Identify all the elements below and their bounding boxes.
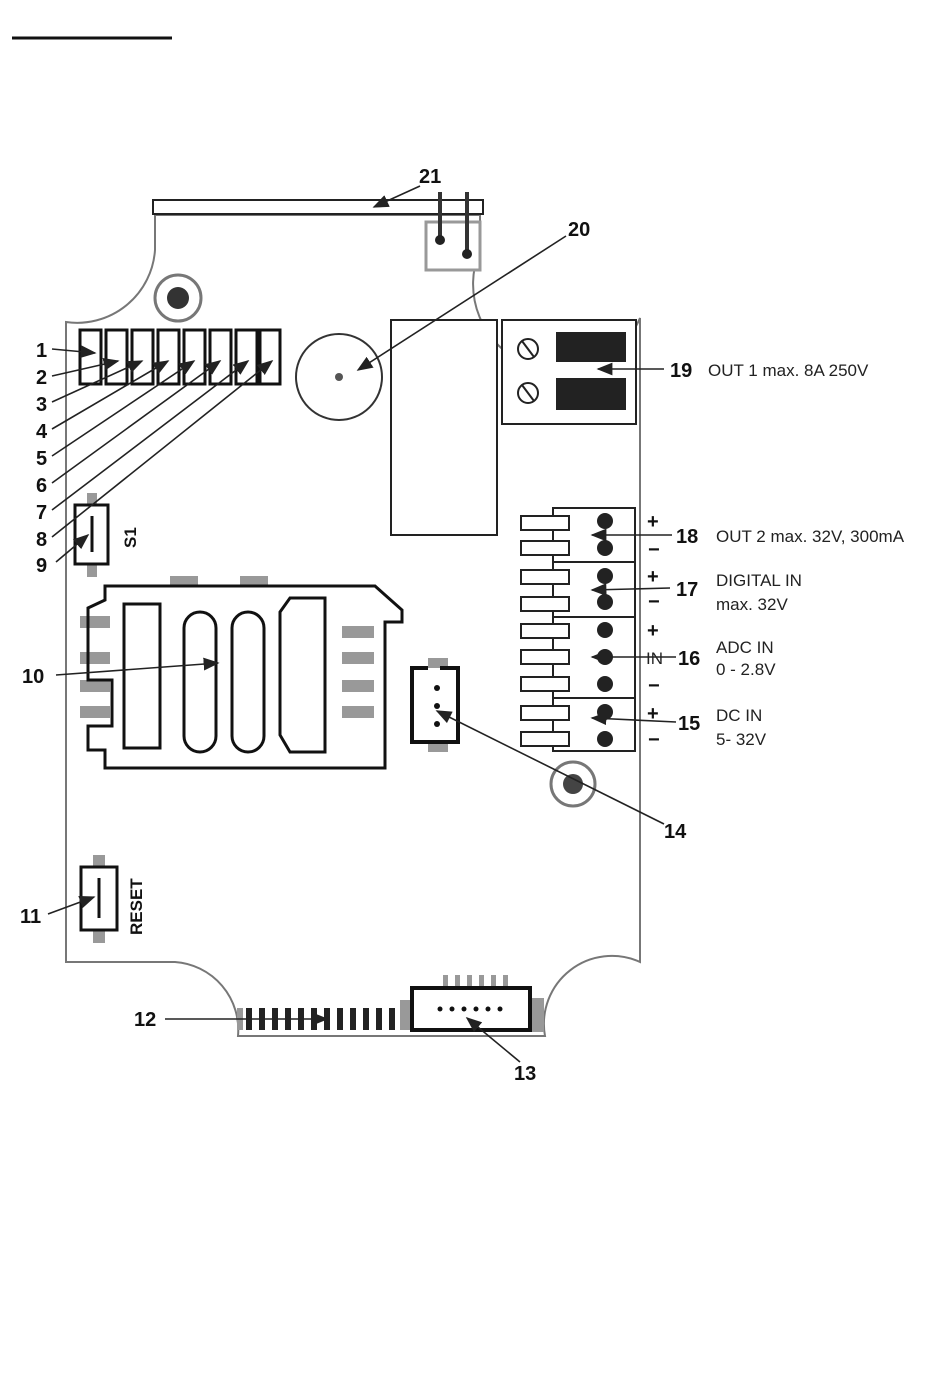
out1-terminal bbox=[502, 320, 636, 424]
antenna-connector bbox=[426, 222, 480, 270]
plus-sign-adc: + bbox=[647, 620, 659, 642]
callout-3: 3 bbox=[36, 394, 47, 416]
minus-sign-out2: − bbox=[648, 539, 660, 561]
callout-19: 19 bbox=[670, 360, 692, 382]
callout-16: 16 bbox=[678, 648, 700, 670]
edge-connector bbox=[237, 1000, 410, 1030]
out2-label: OUT 2 max. 32V, 300mA bbox=[716, 527, 905, 546]
plus-sign-out2: + bbox=[647, 511, 659, 533]
terminal-block bbox=[521, 508, 635, 751]
connector-14 bbox=[412, 658, 458, 752]
minus-sign-dc: − bbox=[648, 729, 660, 751]
dc-in-label: DC IN bbox=[716, 706, 762, 725]
sim-holder bbox=[80, 576, 402, 768]
antenna-bar bbox=[153, 200, 483, 214]
callout-4: 4 bbox=[36, 421, 48, 443]
mounting-hole-bottom bbox=[551, 762, 595, 806]
callout-11: 11 bbox=[20, 906, 41, 928]
digital-in-range: max. 32V bbox=[716, 595, 788, 614]
reset-label: RESET bbox=[127, 878, 146, 935]
s1-label: S1 bbox=[121, 527, 140, 548]
callout-9: 9 bbox=[36, 555, 47, 577]
callout-12: 12 bbox=[134, 1009, 156, 1031]
dc-in-range: 5- 32V bbox=[716, 730, 767, 749]
callout-1: 1 bbox=[36, 340, 47, 362]
connector-13 bbox=[412, 975, 544, 1032]
callout-13: 13 bbox=[514, 1063, 536, 1085]
mounting-hole-top bbox=[155, 275, 201, 321]
callout-5: 5 bbox=[36, 448, 47, 470]
out1-label: OUT 1 max. 8A 250V bbox=[708, 361, 869, 380]
callout-17: 17 bbox=[676, 579, 698, 601]
minus-sign-digital: − bbox=[648, 591, 660, 613]
callout-2: 2 bbox=[36, 367, 47, 389]
buzzer bbox=[296, 334, 382, 420]
adc-in-pin-label: IN bbox=[646, 649, 663, 668]
callout-18: 18 bbox=[676, 526, 698, 548]
relay bbox=[391, 320, 497, 535]
adc-in-range: 0 - 2.8V bbox=[716, 660, 776, 679]
adc-in-label: ADC IN bbox=[716, 638, 774, 657]
callout-15: 15 bbox=[678, 713, 700, 735]
callout-10: 10 bbox=[22, 666, 44, 688]
plus-sign-dc: + bbox=[647, 703, 659, 725]
callout-20: 20 bbox=[568, 219, 590, 241]
plus-sign-digital: + bbox=[647, 566, 659, 588]
callout-21: 21 bbox=[419, 166, 441, 188]
callout-6: 6 bbox=[36, 475, 47, 497]
callout-14: 14 bbox=[664, 821, 687, 843]
callout-8: 8 bbox=[36, 529, 47, 551]
callout-7: 7 bbox=[36, 502, 47, 524]
minus-sign-adc: − bbox=[648, 675, 660, 697]
digital-in-label: DIGITAL IN bbox=[716, 571, 802, 590]
